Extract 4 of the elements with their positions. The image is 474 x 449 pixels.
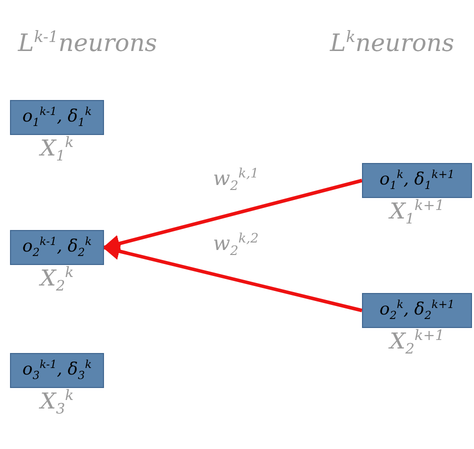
layer-heading: L$^{k}$neurons bbox=[330, 28, 454, 57]
arrow bbox=[102, 178, 362, 252]
layer-heading: L$^{k-1}$neurons bbox=[18, 28, 158, 57]
arrow bbox=[102, 242, 362, 312]
